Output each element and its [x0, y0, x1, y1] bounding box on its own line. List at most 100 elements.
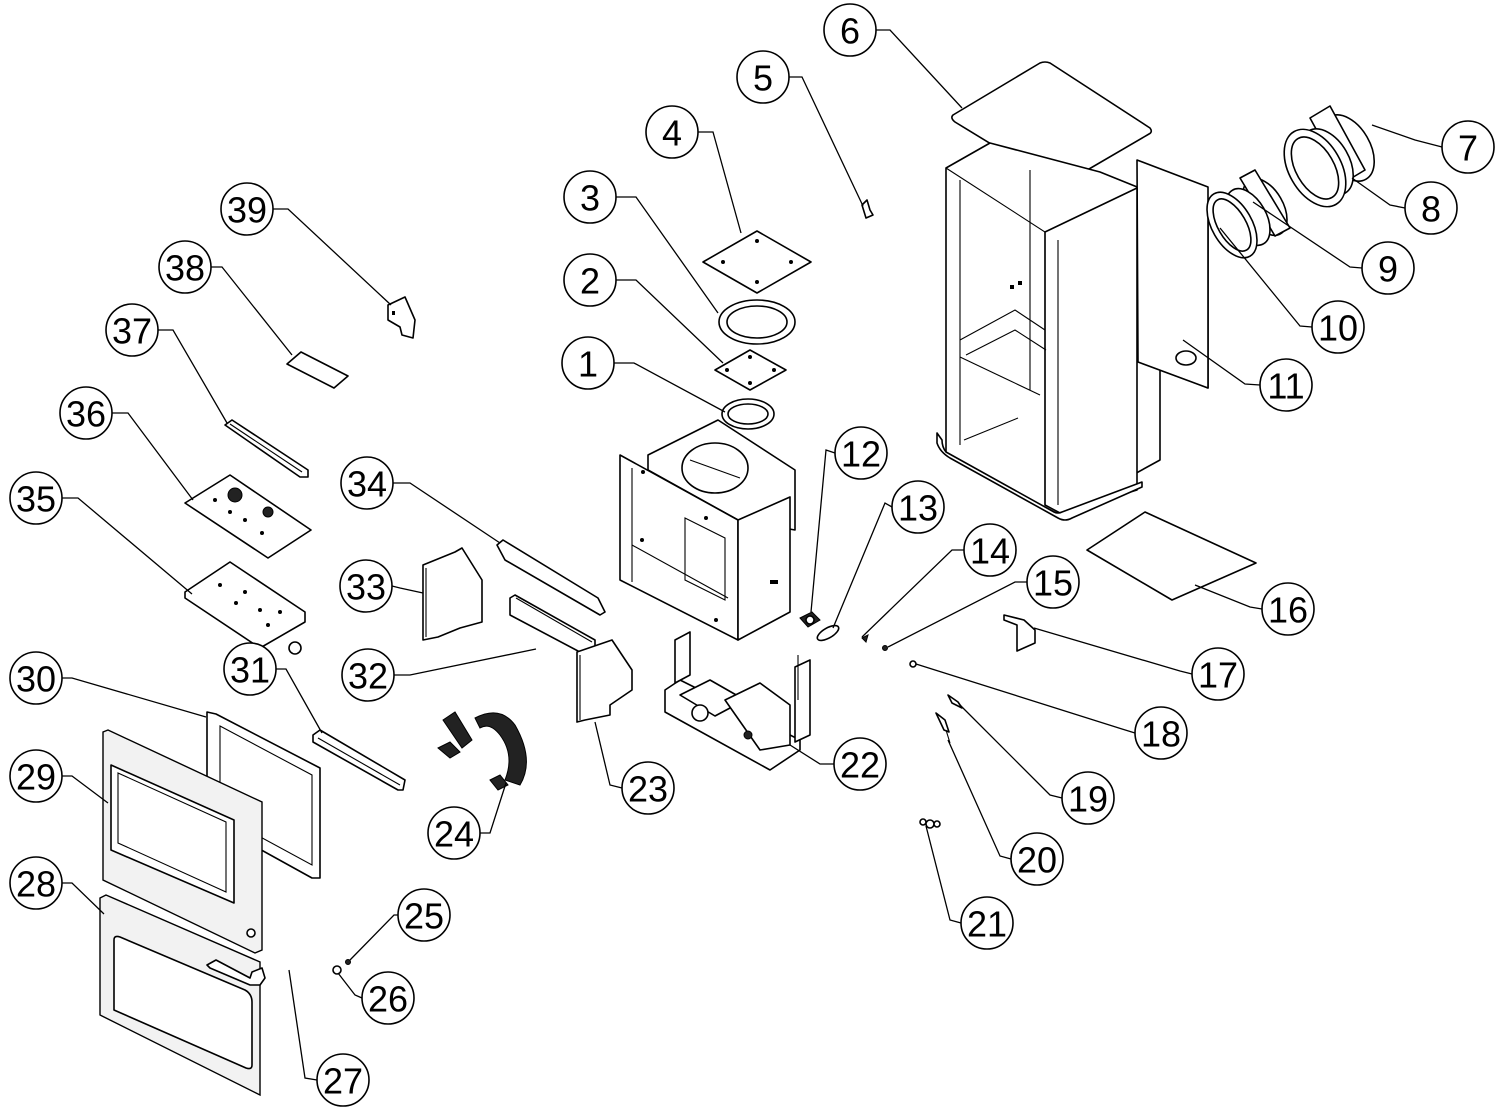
callout-number: 16 [1268, 590, 1308, 631]
leader-line-33 [391, 585, 424, 594]
part-gasket-large [718, 299, 796, 345]
callout-circle [1134, 706, 1188, 760]
callout-circle [563, 170, 617, 224]
callout-circle [891, 480, 945, 534]
callout-circle [823, 3, 877, 57]
callout-number: 18 [1141, 714, 1181, 755]
callout-25: 25 [397, 888, 451, 942]
leader-line-27 [288, 969, 318, 1081]
callout-number: 8 [1421, 189, 1441, 230]
callout-31: 31 [223, 642, 277, 696]
callout-10: 10 [1311, 300, 1365, 354]
callout-1: 1 [561, 336, 615, 390]
leader-line-22 [789, 744, 834, 765]
callout-5: 5 [736, 50, 790, 104]
part-lower-door [99, 894, 261, 1097]
callout-number: 2 [580, 261, 600, 302]
callout-circle [645, 105, 699, 159]
callout-circle [1261, 582, 1315, 636]
part-hinge-rail [312, 729, 406, 791]
callout-11: 11 [1259, 358, 1313, 412]
leader-line-28 [62, 882, 105, 915]
callout-number: 11 [1267, 366, 1304, 407]
leader-line-10 [1219, 227, 1313, 328]
callout-number: 9 [1378, 249, 1398, 290]
part-firebrick-33 [422, 547, 483, 641]
callout-33: 33 [339, 559, 393, 613]
callout-number: 24 [434, 814, 474, 855]
callout-number: 6 [840, 11, 860, 52]
leader-line-9 [1252, 201, 1363, 269]
callout-number: 23 [628, 769, 668, 810]
callout-number: 38 [165, 248, 205, 289]
callout-34: 34 [340, 456, 394, 510]
callout-number: 4 [662, 113, 682, 154]
callout-number: 5 [753, 58, 773, 99]
callout-16: 16 [1261, 582, 1315, 636]
callout-circle [316, 1053, 370, 1107]
callout-circle [1191, 647, 1245, 701]
callout-24: 24 [427, 806, 481, 860]
callout-9: 9 [1361, 241, 1415, 295]
callout-number: 12 [841, 434, 881, 475]
callout-circle [1311, 300, 1365, 354]
callout-circle [339, 559, 393, 613]
callout-36: 36 [59, 386, 113, 440]
part-washer-26 [332, 965, 342, 975]
leader-line-15 [887, 581, 1027, 648]
callout-circle [1061, 771, 1115, 825]
callout-circle [960, 896, 1014, 950]
callout-12: 12 [834, 426, 888, 480]
leader-line-1 [614, 362, 726, 413]
part-plate-16 [1086, 511, 1257, 601]
callout-circle [1026, 555, 1080, 609]
leader-line-29 [62, 775, 109, 804]
part-upper-door [102, 729, 263, 954]
callout-35: 35 [9, 471, 63, 525]
leader-line-35 [62, 497, 193, 595]
part-bolt [909, 660, 917, 668]
leader-line-12 [810, 449, 836, 613]
callout-2: 2 [563, 253, 617, 307]
callout-number: 31 [230, 650, 270, 691]
callout-number: 32 [348, 656, 388, 697]
callout-number: 21 [967, 904, 1007, 945]
part-sensor-19 [947, 694, 963, 709]
callout-4: 4 [645, 105, 699, 159]
callout-number: 3 [580, 178, 600, 219]
callout-number: 20 [1017, 840, 1057, 881]
part-small-plate [714, 349, 787, 391]
callout-number: 10 [1318, 308, 1358, 349]
callout-number: 37 [112, 311, 152, 352]
callout-30: 30 [9, 651, 63, 705]
leader-line-13 [832, 502, 893, 629]
leader-line-30 [62, 677, 207, 718]
leader-line-2 [616, 279, 724, 364]
callout-circle [340, 456, 394, 510]
part-nut [882, 645, 888, 651]
leader-line-18 [915, 663, 1136, 734]
callout-number: 7 [1458, 128, 1478, 169]
leader-line-7 [1371, 124, 1443, 148]
leader-line-3 [616, 196, 719, 314]
callout-circle [1010, 832, 1064, 886]
callout-39: 39 [220, 182, 274, 236]
part-board-tray [184, 561, 306, 655]
leader-line-11 [1182, 339, 1261, 386]
callout-circle [105, 303, 159, 357]
callout-circle [963, 523, 1017, 577]
leader-line-20 [947, 739, 1012, 860]
callout-circle [397, 888, 451, 942]
callout-circle [833, 737, 887, 791]
callout-circle [736, 50, 790, 104]
callout-circle [59, 386, 113, 440]
leader-line-21 [925, 825, 962, 924]
leader-line-8 [1351, 177, 1406, 209]
callout-circle [1361, 241, 1415, 295]
part-side-brick-23 [576, 639, 633, 723]
part-rail-37 [224, 419, 309, 478]
callout-number: 28 [16, 864, 56, 905]
leader-line-19 [959, 704, 1063, 799]
leader-line-39 [273, 208, 392, 306]
callout-circle [834, 426, 888, 480]
